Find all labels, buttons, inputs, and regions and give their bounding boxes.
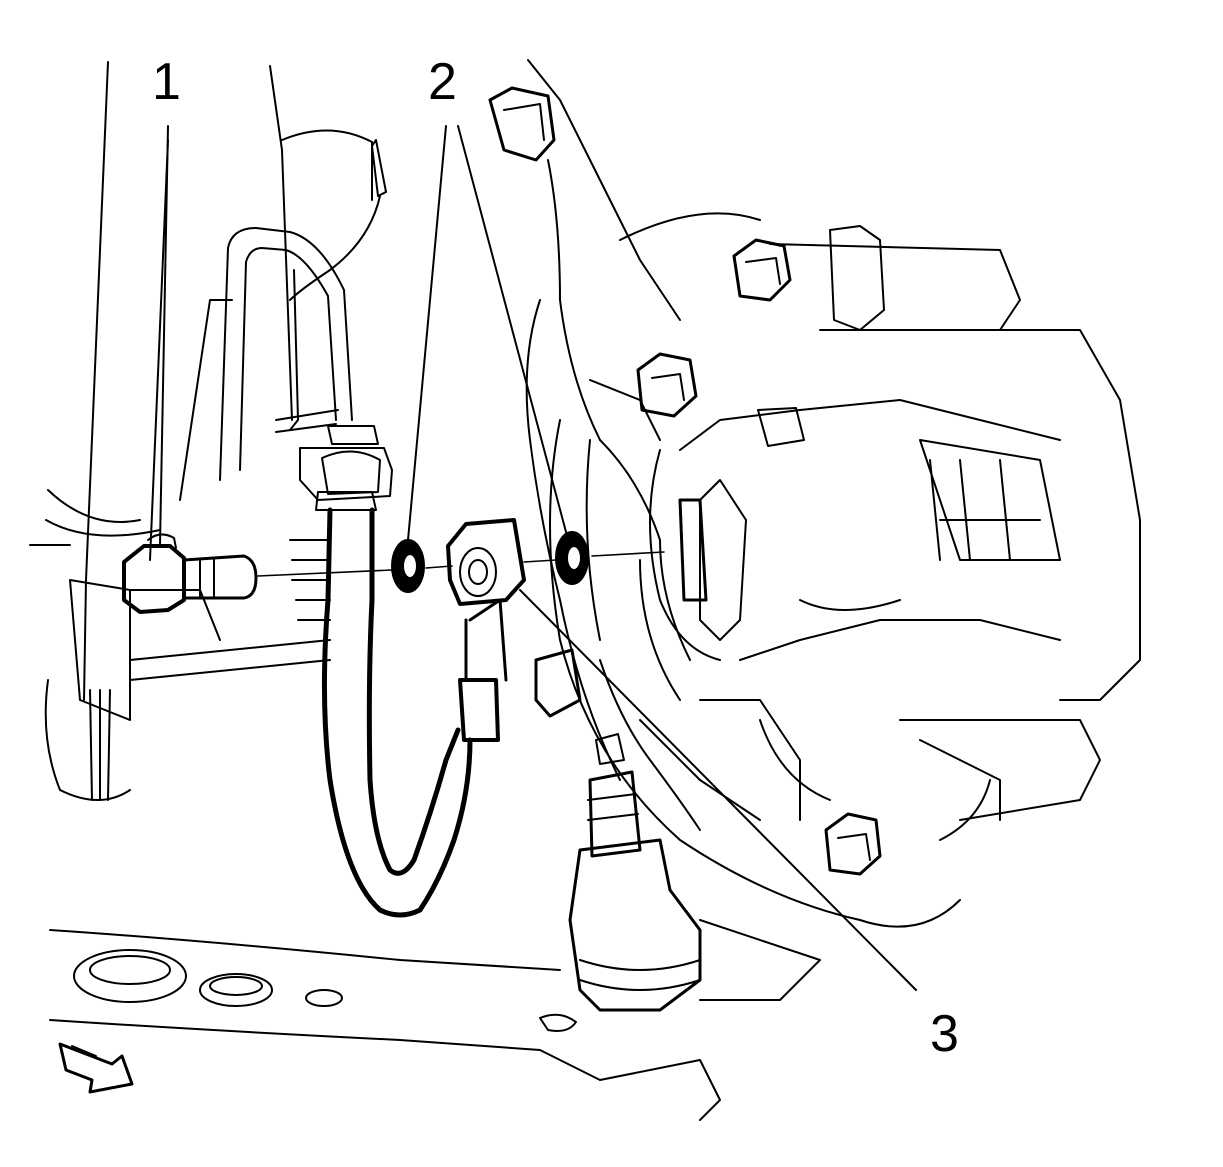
pipe-fitting	[275, 409, 393, 511]
banjo-fitting	[446, 518, 526, 606]
flexible-brake-hose	[289, 507, 508, 918]
washer-inner	[555, 531, 589, 585]
callout-label-1: 1	[152, 53, 181, 111]
callout-label-3: 3	[930, 1005, 959, 1063]
brake-rotor	[549, 212, 991, 928]
ball-joint	[568, 733, 702, 1012]
banjo-bolt	[122, 533, 258, 614]
caliper-mounting-bolts	[636, 238, 882, 876]
lower-control-arm	[49, 919, 821, 1121]
forward-arrow-icon	[58, 1042, 134, 1094]
brake-pipe	[179, 139, 387, 501]
callout-leader-lines	[159, 125, 917, 991]
callout-label-2: 2	[428, 53, 457, 111]
brake-caliper	[649, 225, 1141, 821]
steering-knuckle	[488, 59, 761, 831]
washer-outer	[391, 539, 425, 593]
strut-assembly	[29, 61, 373, 801]
